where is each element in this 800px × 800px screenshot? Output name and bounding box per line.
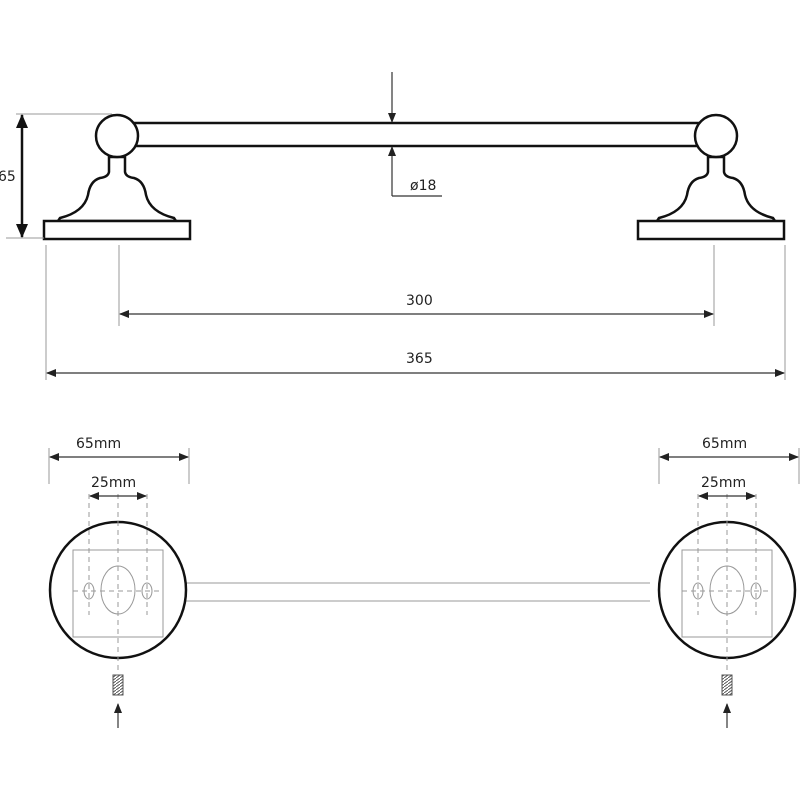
- right-hole-spacing-label: 25mm: [701, 475, 746, 491]
- centers-dimension: 300: [118, 245, 715, 326]
- overall-label: 365: [406, 351, 433, 367]
- left-mount: 65mm 25mm: [48, 436, 190, 728]
- screw-icon: [112, 674, 124, 696]
- left-hole-spacing-label: 25mm: [91, 475, 136, 491]
- left-base-width-label: 65mm: [76, 436, 121, 452]
- height-label: 65: [0, 169, 16, 185]
- rail-bar: [128, 121, 702, 148]
- overall-dimension: 365: [45, 245, 786, 380]
- height-dimension: 65: [0, 113, 112, 239]
- centers-label: 300: [406, 293, 433, 309]
- right-bracket: [636, 113, 786, 241]
- diameter-label: ø18: [410, 178, 436, 194]
- right-mount: 65mm 25mm: [657, 436, 800, 728]
- side-view: 65 ø18 300 365: [0, 72, 786, 380]
- top-view: 65mm 25mm 65mm 25mm: [48, 436, 800, 728]
- right-base-width-label: 65mm: [702, 436, 747, 452]
- screw-icon: [721, 674, 733, 696]
- left-bracket: [42, 113, 192, 241]
- diameter-dimension: ø18: [388, 72, 442, 197]
